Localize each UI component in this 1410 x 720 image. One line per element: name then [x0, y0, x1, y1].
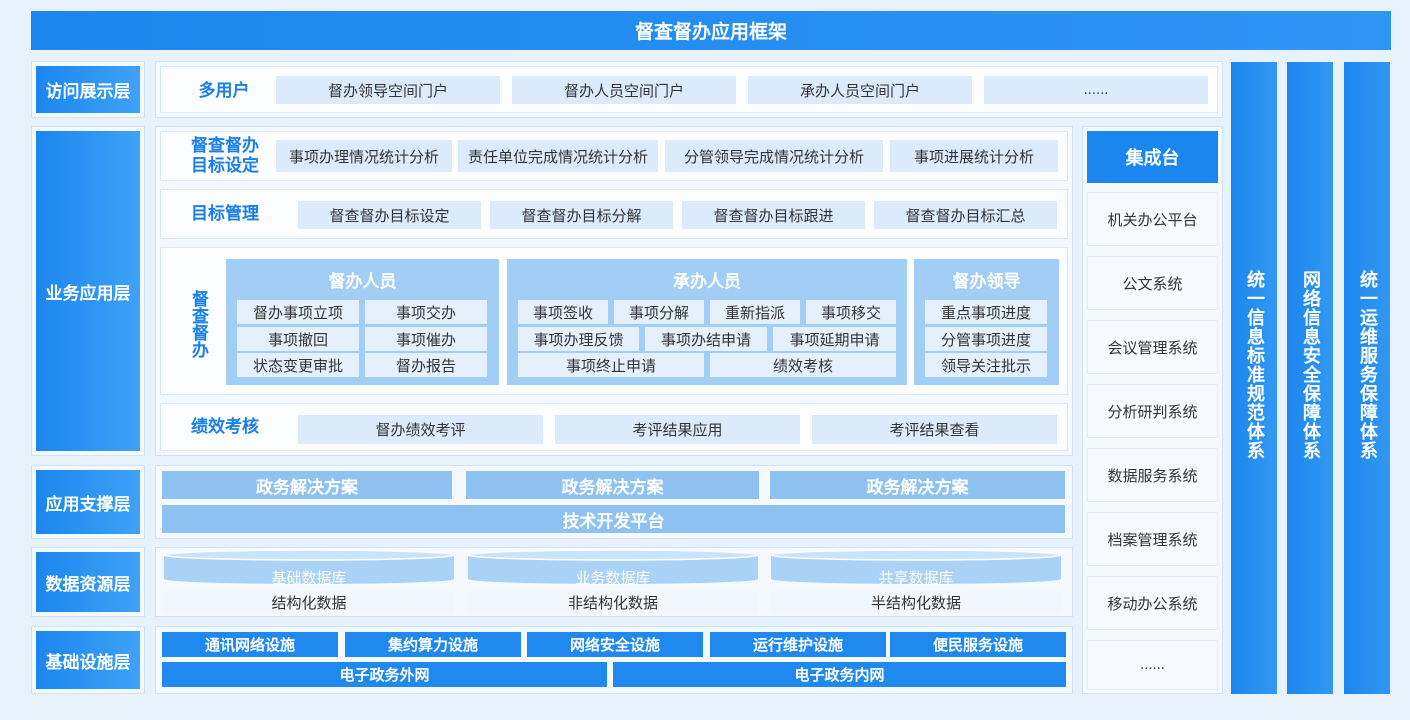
target-mgmt-item: 督查督办目标设定 [298, 201, 481, 229]
target-setting-item: 分管领导完成情况统计分析 [665, 140, 883, 172]
integration-item: 机关办公平台 [1087, 192, 1218, 246]
supervisor-item: 事项催办 [365, 327, 487, 351]
handler-item: 事项办结申请 [645, 327, 767, 351]
security-column: 网络信息安全保障体系 [1287, 62, 1333, 694]
data-type: 结构化数据 [164, 591, 454, 613]
integration-item: ...... [1087, 640, 1218, 690]
handler-item: 事项分解 [614, 300, 704, 324]
database-label: 基础数据库 [271, 568, 347, 587]
target-setting-item: 事项进展统计分析 [890, 140, 1058, 172]
layer-label-infra: 基础设施层 [36, 631, 140, 689]
database-label: 共享数据库 [878, 568, 954, 587]
solution-block: 政务解决方案 [466, 471, 759, 499]
data-type: 半结构化数据 [771, 591, 1061, 613]
supervisor-item: 事项交办 [365, 300, 487, 324]
solution-block: 政务解决方案 [770, 471, 1065, 499]
handler-item: 重新指派 [710, 300, 800, 324]
supervisor-item: 督办事项立项 [237, 300, 359, 324]
target-setting-item: 责任单位完成情况统计分析 [458, 140, 658, 172]
leader-item: 领导关注批示 [925, 353, 1047, 377]
operations-column-label: 统一运维服务保障体系 [1357, 270, 1378, 460]
target-setting-item: 事项办理情况统计分析 [276, 140, 452, 172]
handler-item: 事项签收 [518, 300, 608, 324]
data-type: 非结构化数据 [468, 591, 758, 613]
leader-item: 重点事项进度 [925, 300, 1047, 324]
supervise-title: 督查督办 [188, 290, 208, 358]
supervisor-item: 事项撤回 [237, 327, 359, 351]
database-label: 业务数据库 [575, 568, 651, 587]
performance-item: 考评结果应用 [555, 415, 800, 444]
handler-item: 事项办理反馈 [518, 327, 639, 351]
infra-item: 集约算力设施 [345, 632, 521, 657]
handler-item: 绩效考核 [710, 353, 896, 377]
framework-title: 督查督办应用框架 [31, 11, 1391, 50]
infra-item: 网络安全设施 [527, 632, 703, 657]
layer-label-data: 数据资源层 [36, 552, 140, 612]
layer-label-access: 访问展示层 [36, 66, 140, 113]
tech-platform: 技术开发平台 [162, 505, 1065, 533]
supervisor-item: 状态变更审批 [237, 353, 359, 377]
handler-panel-head: 承办人员 [673, 271, 741, 292]
solution-block: 政务解决方案 [162, 471, 452, 499]
database-cylinders [163, 549, 1062, 584]
database-icon [163, 549, 455, 584]
access-item: 承办人员空间门户 [748, 76, 972, 104]
supervisor-panel-head: 督办人员 [328, 271, 397, 292]
layer-label-business: 业务应用层 [36, 131, 140, 451]
performance-item: 考评结果查看 [812, 415, 1057, 444]
leader-panel-head: 督办领导 [952, 271, 1021, 292]
access-item: 督办领导空间门户 [276, 76, 500, 104]
performance-item: 督办绩效考评 [298, 415, 543, 444]
access-item: ...... [984, 76, 1208, 104]
integration-item: 分析研判系统 [1087, 384, 1218, 438]
network-item: 电子政务内网 [613, 662, 1066, 687]
handler-item: 事项移交 [806, 300, 896, 324]
performance-title: 绩效考核 [191, 417, 259, 437]
access-item: 督办人员空间门户 [512, 76, 736, 104]
standards-column-label: 统一信息标准规范体系 [1244, 270, 1265, 460]
database-icon [467, 549, 759, 584]
operations-column: 统一运维服务保障体系 [1344, 62, 1390, 694]
supervisor-item: 督办报告 [365, 353, 487, 377]
handler-item: 事项延期申请 [773, 327, 896, 351]
integration-head: 集成台 [1087, 131, 1218, 183]
infra-item: 运行维护设施 [710, 632, 886, 657]
target-mgmt-title: 目标管理 [191, 204, 259, 224]
handler-item: 事项终止申请 [518, 353, 704, 377]
integration-item: 移动办公系统 [1087, 576, 1218, 630]
security-column-label: 网络信息安全保障体系 [1300, 270, 1321, 460]
integration-item: 档案管理系统 [1087, 512, 1218, 566]
target-setting-title: 督查督办 目标设定 [191, 136, 259, 176]
database-icon [770, 549, 1062, 584]
layer-label-support: 应用支撑层 [36, 470, 140, 534]
leader-item: 分管事项进度 [925, 327, 1047, 351]
network-item: 电子政务外网 [162, 662, 607, 687]
integration-item: 会议管理系统 [1087, 320, 1218, 374]
target-mgmt-item: 督查督办目标分解 [490, 201, 673, 229]
integration-item: 公文系统 [1087, 256, 1218, 310]
infra-item: 便民服务设施 [890, 632, 1066, 657]
target-mgmt-item: 督查督办目标汇总 [874, 201, 1057, 229]
access-row-title: 多用户 [198, 81, 250, 101]
target-mgmt-item: 督查督办目标跟进 [682, 201, 865, 229]
standards-column: 统一信息标准规范体系 [1231, 62, 1277, 694]
infra-item: 通讯网络设施 [162, 632, 338, 657]
integration-item: 数据服务系统 [1087, 448, 1218, 502]
